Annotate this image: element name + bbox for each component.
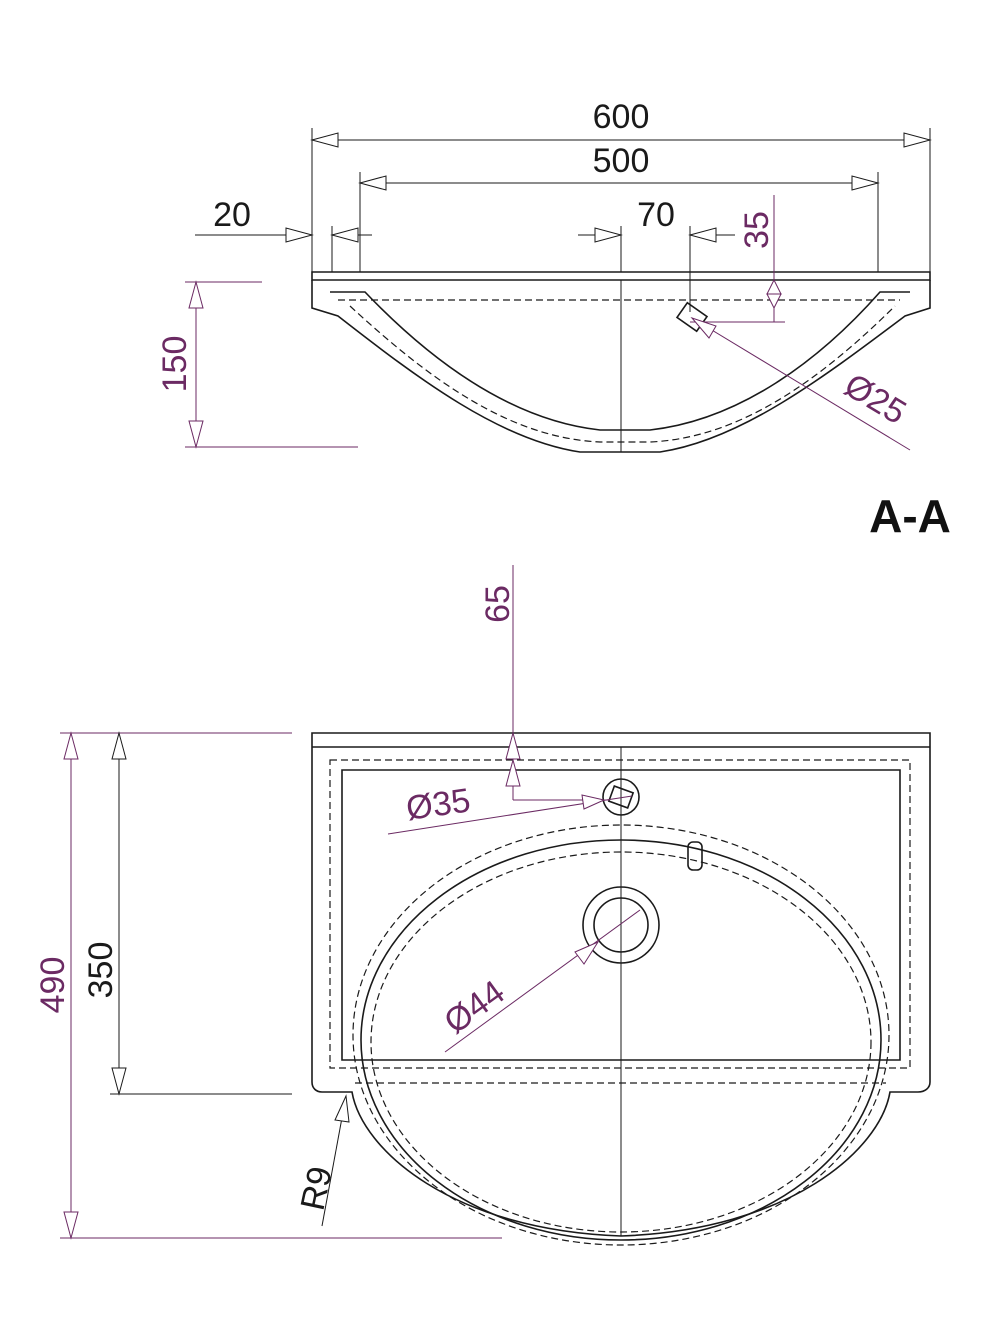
dim-r9: R9 [294,1163,340,1213]
view-title: A-A [869,490,951,542]
plan-view: 65 Ø35 Ø44 490 350 R9 [34,565,931,1246]
dim-65: 65 [479,585,517,623]
dim-150: 150 [156,336,194,393]
overflow-slot [687,841,703,871]
basin-hidden-outer [352,824,890,1246]
dim-20: 20 [213,196,251,234]
dim-35-depth: 35 [738,211,776,249]
drain-outer [582,886,660,964]
dim-490: 490 [34,957,72,1014]
section-inner-curve [330,291,910,431]
plan-deck-hidden [329,759,911,1069]
plan-deck-inner [341,769,901,1061]
dim-d25: Ø25 [838,366,913,432]
section-view: 600 500 20 70 35 150 [156,98,932,453]
dim-d44: Ø44 [437,973,511,1042]
dim-d35: Ø35 [404,781,473,828]
drain-inner [593,897,649,953]
dim-600: 600 [593,98,650,136]
dim-500: 500 [593,142,650,180]
dim-350: 350 [82,942,120,999]
section-hidden-curve [349,305,896,443]
tap-hole [602,778,640,816]
section-body-outline [311,280,931,453]
dim-70: 70 [637,196,675,234]
section-rim [311,271,931,281]
